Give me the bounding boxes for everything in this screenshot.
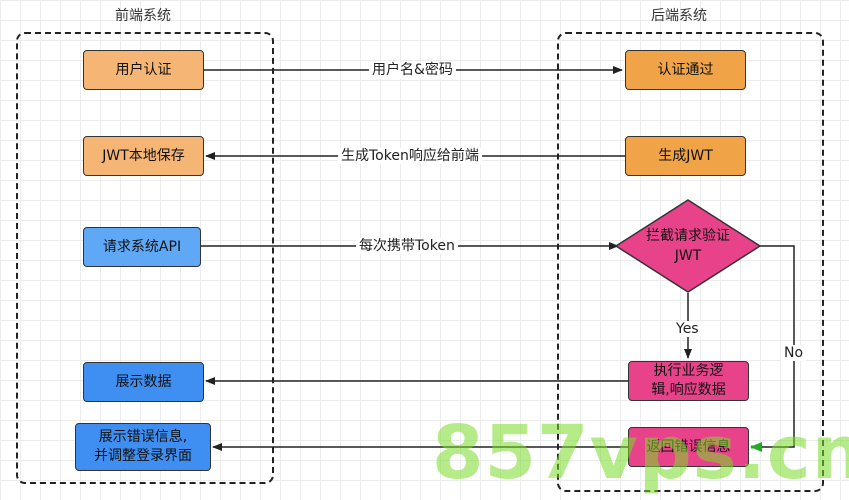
label-no: No [781, 345, 807, 361]
frontend-group [16, 32, 274, 484]
frontend-title: 前端系统 [115, 8, 171, 24]
decision-diamond [614, 199, 762, 293]
decision-label: 拦截请求验证 JWT [646, 228, 730, 264]
backend-title: 后端系统 [651, 8, 707, 24]
node-return-error: 返回错误信息 [628, 427, 749, 467]
label-carry-token: 每次携带Token [356, 238, 458, 254]
node-exec-logic: 执行业务逻 辑,响应数据 [628, 361, 749, 401]
node-show-data: 展示数据 [83, 362, 204, 402]
node-request-api: 请求系统API [83, 227, 201, 267]
backend-group [557, 32, 824, 492]
node-jwt-local-save: JWT本地保存 [83, 136, 204, 176]
label-username-password: 用户名&密码 [369, 62, 456, 78]
node-auth-pass: 认证通过 [625, 50, 746, 90]
node-user-auth: 用户认证 [83, 50, 204, 90]
node-gen-jwt: 生成JWT [625, 136, 746, 176]
node-show-error: 展示错误信息, 并调整登录界面 [75, 423, 211, 471]
label-yes: Yes [673, 321, 702, 337]
label-gen-token-respond: 生成Token响应给前端 [338, 148, 482, 164]
